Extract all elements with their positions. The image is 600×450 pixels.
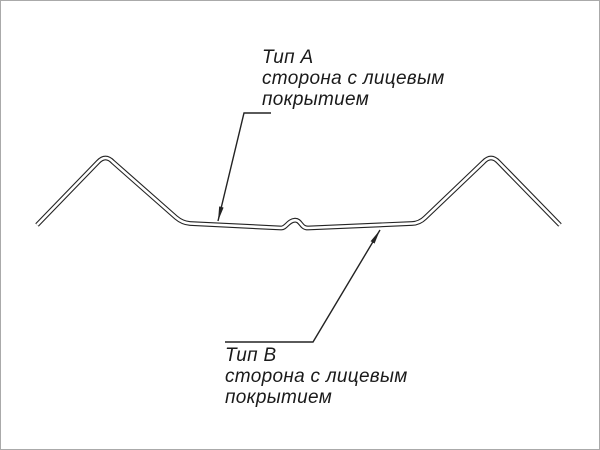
callout-type-b-desc-line1: сторона с лицевым [225,366,408,387]
callout-type-b-title: Тип В [225,345,277,366]
callout-type-b-desc-line2: покрытием [225,387,333,408]
callout-type-a: Тип А сторона с лицевым покрытием [262,47,445,110]
callout-type-b: Тип В сторона с лицевым покрытием [225,345,408,408]
leader-line-type-b [225,229,381,343]
callout-type-a-desc-line2: покрытием [262,89,370,110]
profile-outline-inner [36,156,561,230]
leader-line-type-a [217,112,271,222]
callout-type-a-desc-line1: сторона с лицевым [262,68,445,89]
callout-type-a-title: Тип А [262,47,314,68]
profile-outline-outer [35,155,562,231]
